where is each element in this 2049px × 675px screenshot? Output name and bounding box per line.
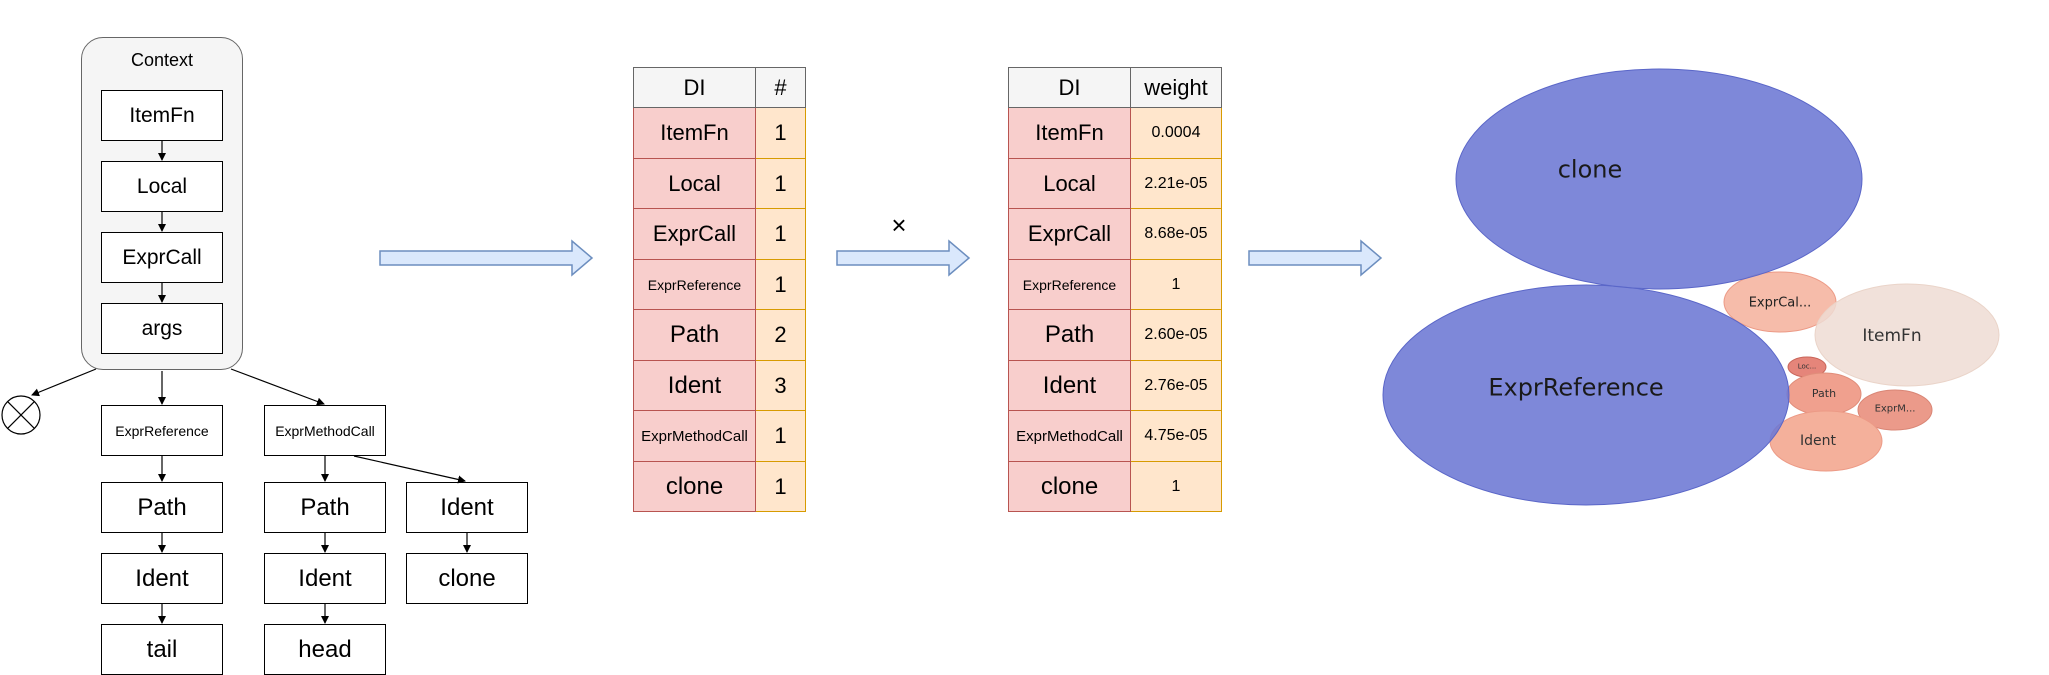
- count-row-name: Path: [633, 309, 756, 361]
- weight-row-value: 2.60e-05: [1130, 309, 1222, 361]
- weight-row-value: 2.76e-05: [1130, 360, 1222, 411]
- bubble-exprcall: ExprCal...: [1723, 271, 1837, 333]
- svg-text:ExprCal...: ExprCal...: [1749, 296, 1812, 311]
- weight-row-value: 8.68e-05: [1130, 208, 1222, 260]
- branch-mid-ident: Ident: [264, 553, 386, 604]
- count-row-name: clone: [633, 461, 756, 512]
- branch-mid-exprmethodcall: ExprMethodCall: [264, 405, 386, 456]
- weight-row-value: 1: [1130, 259, 1222, 310]
- bubble-path: Path: [1786, 372, 1862, 416]
- svg-text:clone: clone: [1558, 155, 1623, 183]
- bubble-exprmethodcall: ExprM...: [1857, 389, 1933, 431]
- count-row-value: 1: [755, 158, 806, 209]
- svg-text:Path: Path: [1812, 387, 1836, 400]
- bubble-exprreference: ExprReference: [1382, 284, 1790, 506]
- context-title: Context: [130, 50, 194, 70]
- weight-row-value: 2.21e-05: [1130, 158, 1222, 209]
- count-row-value: 1: [755, 208, 806, 260]
- count-row-value: 1: [755, 107, 806, 159]
- chain-node-itemfn: ItemFn: [101, 90, 223, 141]
- count-table-header-count: #: [755, 67, 806, 108]
- count-row-name: ExprMethodCall: [633, 410, 756, 462]
- weight-row-value: 1: [1130, 461, 1222, 512]
- weight-row-name: Ident: [1008, 360, 1131, 411]
- count-row-value: 1: [755, 461, 806, 512]
- svg-text:ExprReference: ExprReference: [1488, 373, 1663, 401]
- bubble-clone: clone: [1455, 68, 1863, 290]
- svg-text:Loc...: Loc...: [1798, 362, 1817, 370]
- count-row-name: Local: [633, 158, 756, 209]
- weight-row-name: ExprReference: [1008, 259, 1131, 310]
- branch-right-clone: clone: [406, 553, 528, 604]
- edge-exprmethodcall-ident: [353, 455, 466, 484]
- weight-row-name: ExprCall: [1008, 208, 1131, 260]
- branch-left-exprreference: ExprReference: [101, 405, 223, 456]
- weight-row-value: 0.0004: [1130, 107, 1222, 159]
- flow-arrow-3: [1248, 239, 1383, 277]
- weight-row-value: 4.75e-05: [1130, 410, 1222, 462]
- edge-context-pruned: [31, 368, 97, 397]
- count-row-value: 1: [755, 259, 806, 310]
- flow-arrow-2: [836, 239, 971, 277]
- weight-row-name: Path: [1008, 309, 1131, 361]
- bubble-itemfn: ItemFn: [1814, 283, 2000, 387]
- chain-node-local: Local: [101, 161, 223, 212]
- branch-right-ident: Ident: [406, 482, 528, 533]
- count-row-name: ExprCall: [633, 208, 756, 260]
- count-row-name: Ident: [633, 360, 756, 411]
- count-row-value: 1: [755, 410, 806, 462]
- count-row-value: 3: [755, 360, 806, 411]
- branch-left-ident: Ident: [101, 553, 223, 604]
- weight-table-header-weight: weight: [1130, 67, 1222, 108]
- chain-node-args: args: [101, 303, 223, 354]
- circle-cross-icon: [1, 395, 41, 435]
- edge-context-exprmethodcall: [230, 368, 325, 406]
- weight-row-name: ExprMethodCall: [1008, 410, 1131, 462]
- weight-table-header-di: DI: [1008, 67, 1131, 108]
- count-row-value: 2: [755, 309, 806, 361]
- bubble-ident: Ident: [1769, 410, 1883, 472]
- svg-text:Ident: Ident: [1800, 433, 1837, 449]
- svg-text:ExprM...: ExprM...: [1875, 404, 1916, 415]
- multiply-symbol: ×: [891, 210, 907, 240]
- chain-node-exprcall: ExprCall: [101, 232, 223, 283]
- branch-left-path: Path: [101, 482, 223, 533]
- weight-row-name: clone: [1008, 461, 1131, 512]
- flow-arrow-1: [379, 239, 594, 277]
- branch-mid-path: Path: [264, 482, 386, 533]
- svg-text:ItemFn: ItemFn: [1862, 326, 1921, 346]
